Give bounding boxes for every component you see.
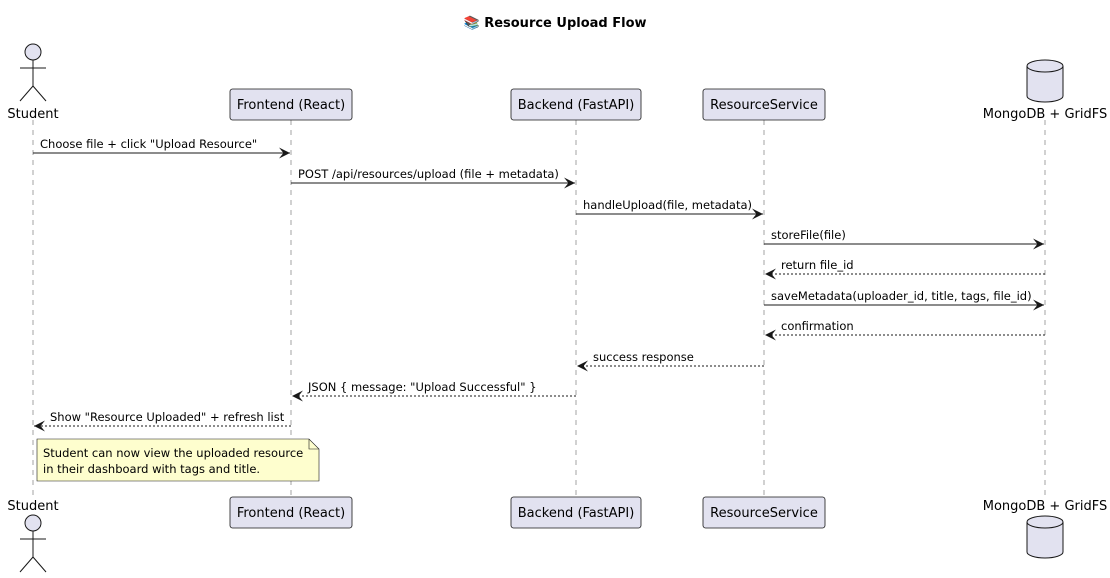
- message-3: handleUpload(file, metadata): [576, 198, 763, 220]
- participant-label-frontend: Frontend (React): [237, 98, 345, 113]
- message-label: JSON { message: "Upload Successful" }: [307, 380, 537, 394]
- diagram-title-text: Resource Upload Flow: [484, 16, 647, 31]
- participant-label-student-top: Student: [7, 107, 58, 122]
- message-10: Show "Resource Uploaded" + refresh list: [34, 410, 291, 432]
- message-label: POST /api/resources/upload (file + metad…: [298, 167, 559, 181]
- message-label: Show "Resource Uploaded" + refresh list: [50, 410, 285, 424]
- message-4: storeFile(file): [764, 228, 1044, 250]
- participant-backend-bottom: Backend (FastAPI): [510, 496, 642, 529]
- message-label: confirmation: [781, 319, 854, 333]
- message-label: Choose file + click "Upload Resource": [40, 137, 257, 151]
- participant-label-student-bottom: Student: [7, 499, 58, 514]
- participant-label-frontend: Frontend (React): [237, 506, 345, 521]
- participant-label-db-bottom: MongoDB + GridFS: [983, 499, 1107, 514]
- participant-service-top: ResourceService: [702, 88, 826, 121]
- message-label: return file_id: [781, 258, 854, 272]
- message-6: saveMetadata(uploader_id, title, tags, f…: [764, 289, 1044, 311]
- participant-label-service: ResourceService: [710, 506, 818, 521]
- note: Student can now view the uploaded resour…: [36, 438, 320, 482]
- diagram-title: 📚 Resource Upload Flow: [0, 16, 1110, 31]
- participant-backend-top: Backend (FastAPI): [510, 88, 642, 121]
- message-label: success response: [593, 350, 694, 364]
- message-label: saveMetadata(uploader_id, title, tags, f…: [771, 289, 1032, 303]
- participant-label-db-top: MongoDB + GridFS: [983, 107, 1107, 122]
- database-db-bottom-icon: [1026, 515, 1064, 559]
- participant-label-backend: Backend (FastAPI): [518, 506, 635, 521]
- message-7: confirmation: [765, 319, 1045, 341]
- actor-student-top: [19, 43, 47, 102]
- message-label: storeFile(file): [771, 228, 846, 242]
- participant-label-service: ResourceService: [710, 98, 818, 113]
- message-label: handleUpload(file, metadata): [583, 198, 752, 212]
- participant-label-backend: Backend (FastAPI): [518, 98, 635, 113]
- participant-frontend-top: Frontend (React): [229, 88, 353, 121]
- books-icon: 📚: [463, 16, 480, 31]
- message-8: success response: [577, 350, 764, 372]
- message-2: POST /api/resources/upload (file + metad…: [291, 167, 575, 189]
- participant-service-bottom: ResourceService: [702, 496, 826, 529]
- database-db-top-icon: [1026, 59, 1064, 103]
- actor-student-bottom: [19, 514, 47, 573]
- participant-frontend-bottom: Frontend (React): [229, 496, 353, 529]
- note-line-2: in their dashboard with tags and title.: [43, 462, 260, 476]
- message-1: Choose file + click "Upload Resource": [33, 137, 290, 159]
- message-5: return file_id: [765, 258, 1045, 280]
- note-line-1: Student can now view the uploaded resour…: [43, 446, 303, 460]
- message-9: JSON { message: "Upload Successful" }: [292, 380, 576, 402]
